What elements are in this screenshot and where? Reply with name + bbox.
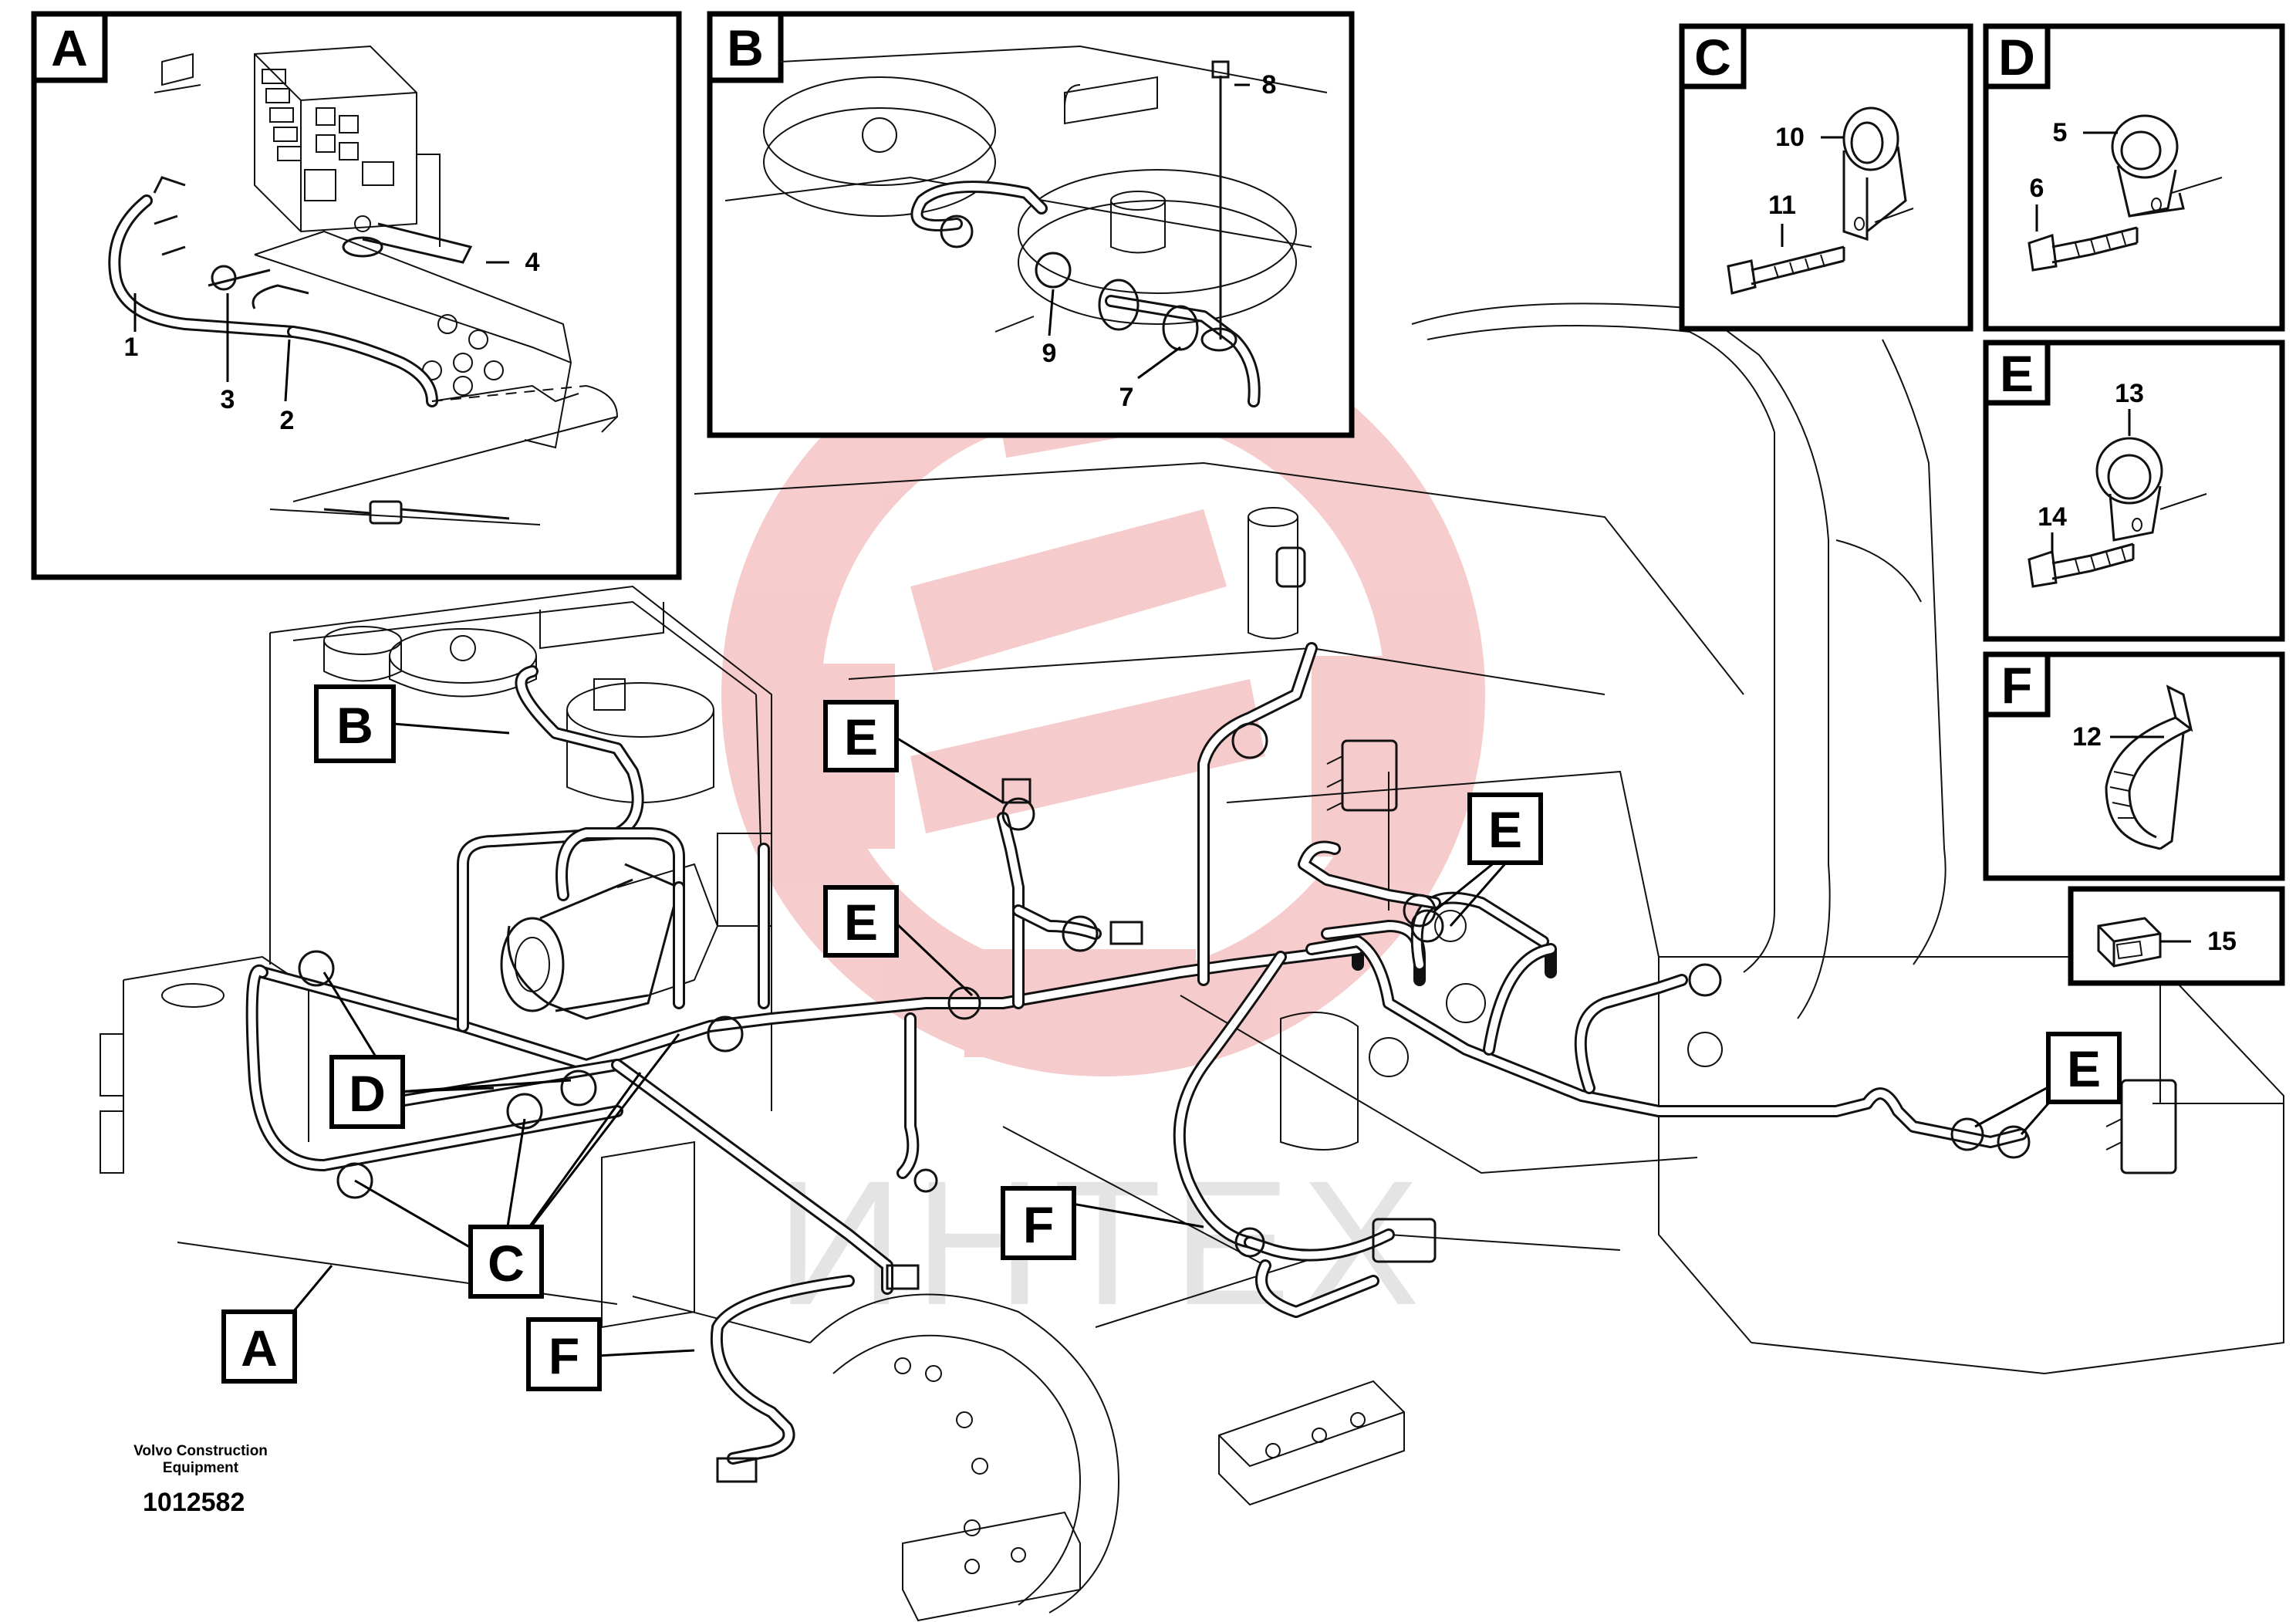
detail-panel-e: E 13 14 [1983,340,2285,642]
callout-10: 10 [1775,123,1805,152]
panel-b-letter: B [727,19,764,76]
main-callout-labels: B E E E E D C A F F [221,684,2122,1391]
callout-6: 6 [2030,174,2044,203]
label-e-3: E [1467,792,1543,865]
company-credit: Volvo Construction Equipment [108,1443,293,1477]
label-b-main: B [314,684,396,763]
label-e-4: E [2046,1032,2122,1104]
callout-13: 13 [2115,379,2144,408]
label-d-main: D [329,1055,405,1129]
detail-panel-f: F 12 [1983,651,2285,881]
panel-e-letter: E [2000,345,2034,402]
main-wiring-harness [245,642,2028,1465]
svg-text:B: B [336,697,373,754]
callout-4: 4 [525,248,540,277]
detail-panel-b: B 8 9 7 [707,11,1355,438]
label-f-1: F [1001,1186,1076,1260]
company-name-line1: Volvo Construction [133,1443,268,1459]
harness-clamps [298,722,2031,1199]
panel-c-letter: C [1694,29,1731,86]
callout-7: 7 [1119,383,1134,412]
label-a-main: A [221,1309,297,1384]
callout-9: 9 [1042,339,1057,368]
callout-12: 12 [2072,722,2102,752]
company-name-line2: Equipment [162,1460,239,1476]
svg-text:E: E [844,894,878,951]
starter-motor [500,863,719,1020]
callout-15: 15 [2207,927,2237,956]
callout-1: 1 [124,333,139,362]
svg-text:D: D [349,1065,386,1122]
callout-5: 5 [2053,118,2068,147]
svg-text:E: E [844,708,878,765]
svg-text:F: F [549,1327,579,1384]
callout-2: 2 [280,406,295,435]
detail-panel-c: C 10 11 [1679,23,1974,332]
detail-panel-d: D 5 6 [1983,23,2285,332]
callout-14: 14 [2038,502,2067,532]
panel-f-letter: F [2001,657,2032,714]
panel-a-letter: A [51,19,88,76]
callout-8: 8 [1262,70,1277,100]
drawing-number: 1012582 [143,1488,245,1517]
label-e-1: E [823,700,899,772]
svg-text:E: E [2067,1040,2101,1097]
detail-panel-a: A [31,11,682,580]
label-c-main: C [468,1225,544,1299]
svg-text:C: C [488,1235,525,1292]
svg-text:A: A [241,1320,278,1377]
label-f-2: F [526,1317,602,1391]
callout-11: 11 [1768,191,1796,220]
callout-3: 3 [221,385,235,414]
svg-text:E: E [1488,801,1522,858]
panel-d-letter: D [1998,29,2035,86]
svg-text:F: F [1023,1196,1054,1253]
label-e-2: E [823,885,899,958]
part-15-panel: 15 [2068,886,2285,986]
watermark-text: ИНТЕХ [776,1144,1431,1342]
pressure-sensor [1248,507,1306,640]
